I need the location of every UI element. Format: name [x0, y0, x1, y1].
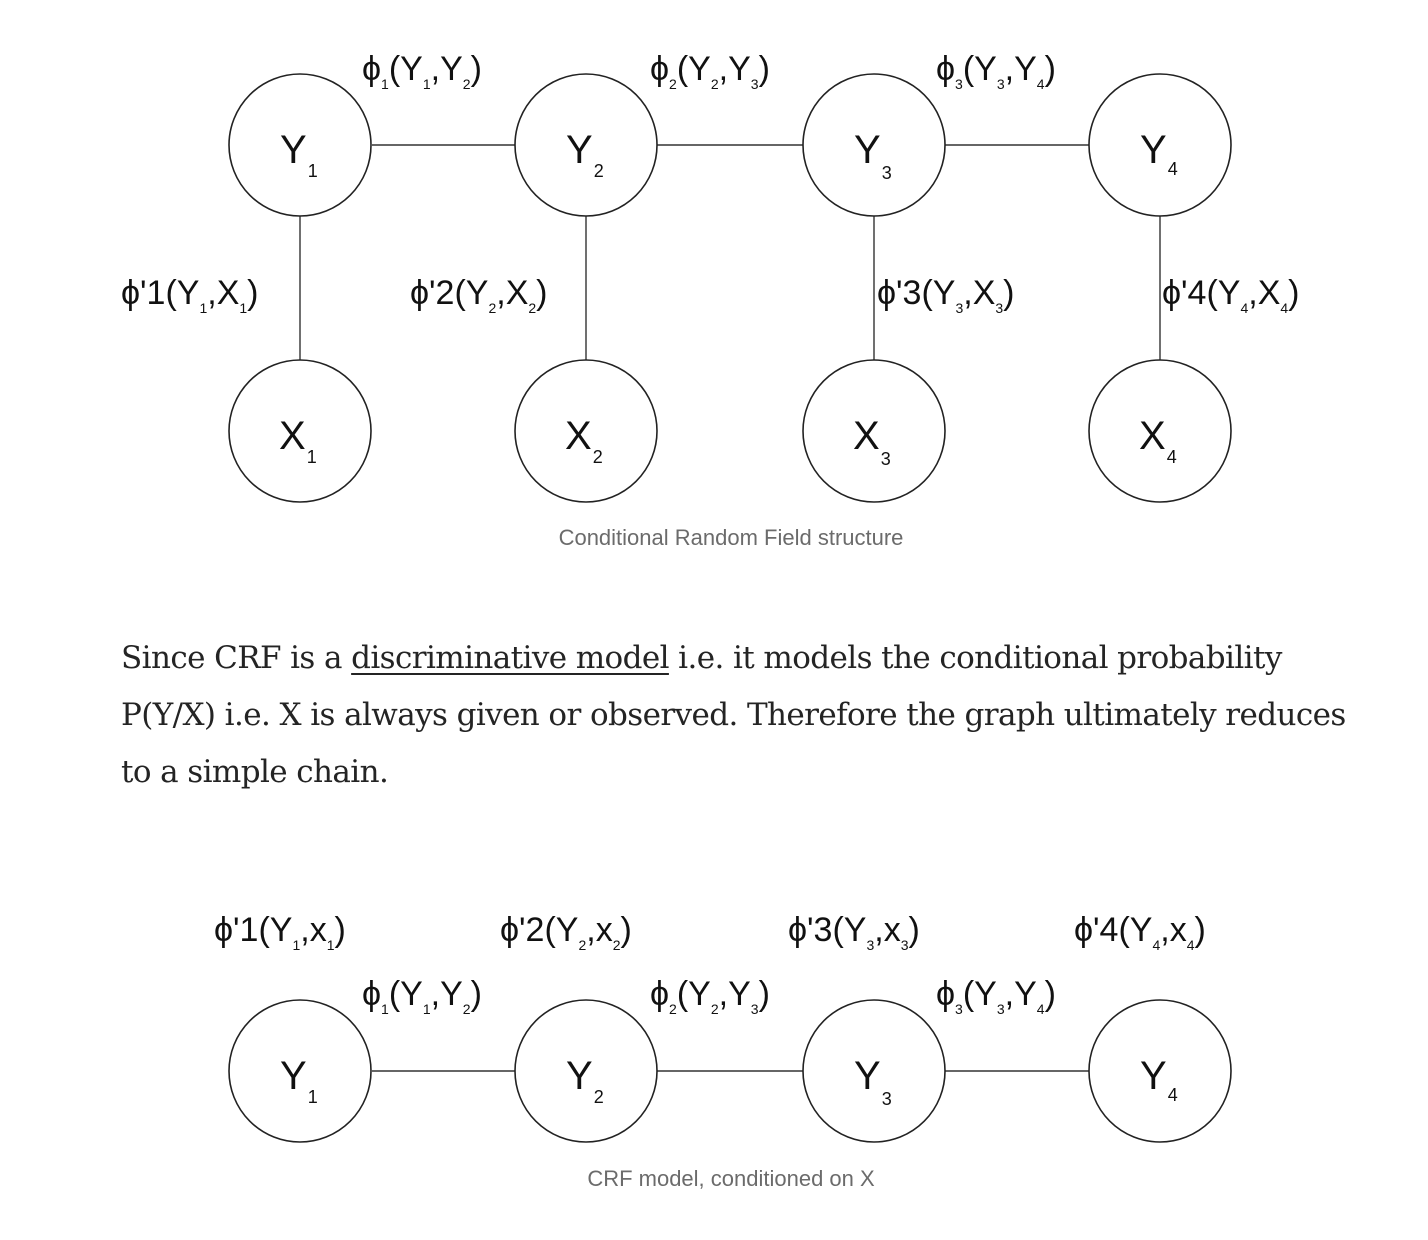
svg-text:Y1: Y1 — [280, 1054, 318, 1107]
node-x4: X4 — [1088, 359, 1232, 503]
crf-chain-diagram: Y1 Y2 Y3 Y4 ϕ'1(Y1,x1) ϕ'2(Y2,x2) ϕ'3(Y3… — [214, 911, 1232, 1143]
figure-caption-crf-chain: CRF model, conditioned on X — [587, 1166, 875, 1191]
node-y2: Y2 — [514, 999, 658, 1143]
svg-text:Y3: Y3 — [854, 128, 892, 183]
node-y3: Y3 — [802, 999, 946, 1143]
node-x1: X1 — [228, 359, 372, 503]
svg-text:Y2: Y2 — [566, 1054, 604, 1107]
unary-potential-4: ϕ'4(Y4,x4) — [1074, 911, 1206, 953]
node-y2: Y2 — [514, 73, 658, 217]
unary-potential-2: ϕ'2(Y2,X2) — [410, 274, 548, 316]
node-y1: Y1 — [228, 999, 372, 1143]
unary-potential-1: ϕ'1(Y1,x1) — [214, 911, 346, 953]
svg-text:Y4: Y4 — [1140, 1054, 1178, 1105]
node-y3: Y3 — [802, 73, 946, 217]
svg-text:X3: X3 — [853, 414, 891, 469]
pairwise-potential-3-4: ϕ3(Y3,Y4) — [936, 50, 1056, 92]
svg-text:X2: X2 — [565, 414, 603, 467]
svg-text:Y2: Y2 — [566, 128, 604, 181]
node-y4: Y4 — [1088, 73, 1232, 217]
body-paragraph: Since CRF is a discriminative model i.e.… — [121, 630, 1351, 801]
node-x2: X2 — [514, 359, 658, 503]
paragraph-text-end: i.e. it models the conditional probabili… — [121, 640, 1346, 790]
svg-text:Y3: Y3 — [854, 1054, 892, 1109]
crf-structure-diagram: Y1 Y2 Y3 Y4 X1 X2 X3 X4 ϕ1(Y1,Y2) ϕ2(Y2,… — [121, 50, 1300, 503]
node-y4: Y4 — [1088, 999, 1232, 1143]
unary-potential-4: ϕ'4(Y4,X4) — [1162, 274, 1300, 316]
figure-caption-crf-structure: Conditional Random Field structure — [558, 525, 904, 550]
svg-text:Y4: Y4 — [1140, 128, 1178, 179]
pairwise-potential-3-4: ϕ3(Y3,Y4) — [936, 975, 1056, 1017]
unary-potential-3: ϕ'3(Y3,x3) — [788, 911, 920, 953]
pairwise-potential-2-3: ϕ2(Y2,Y3) — [650, 975, 770, 1017]
pairwise-potential-1-2: ϕ1(Y1,Y2) — [362, 975, 482, 1017]
unary-potential-1: ϕ'1(Y1,X1) — [121, 274, 259, 316]
svg-text:X1: X1 — [279, 414, 317, 467]
pairwise-potential-1-2: ϕ1(Y1,Y2) — [362, 50, 482, 92]
discriminative-model-link[interactable]: discriminative model — [351, 640, 669, 676]
pairwise-potential-2-3: ϕ2(Y2,Y3) — [650, 50, 770, 92]
unary-potential-2: ϕ'2(Y2,x2) — [500, 911, 632, 953]
node-y1: Y1 — [228, 73, 372, 217]
svg-text:X4: X4 — [1139, 414, 1177, 467]
unary-potential-3: ϕ'3(Y3,X3) — [877, 274, 1015, 316]
svg-text:Y1: Y1 — [280, 128, 318, 181]
node-x3: X3 — [802, 359, 946, 503]
paragraph-text-start: Since CRF is a — [121, 640, 352, 676]
